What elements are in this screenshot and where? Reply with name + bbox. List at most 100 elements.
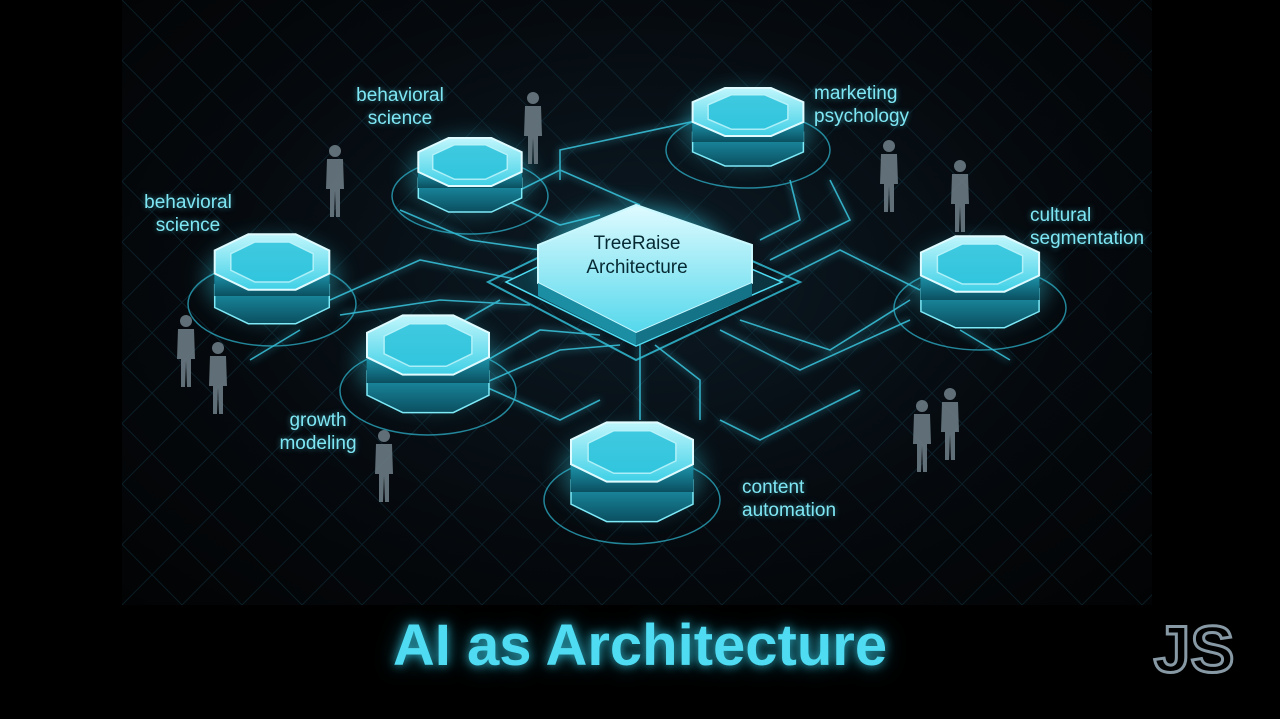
node-label-lower-left: growth modeling — [263, 409, 373, 455]
person-body — [375, 444, 393, 502]
pod-top-inset — [383, 322, 473, 368]
node-label-line: psychology — [814, 106, 910, 127]
grid-line — [0, 0, 2, 605]
person-body — [941, 402, 959, 460]
grid-line — [0, 0, 2, 605]
person-head — [883, 140, 895, 152]
person-silhouette — [177, 315, 195, 387]
center-label-line2: Architecture — [586, 257, 688, 278]
node-label-line: science — [367, 108, 433, 129]
person-silhouette — [913, 400, 931, 472]
node-label-line: automation — [742, 500, 837, 521]
grid-line — [122, 0, 123, 1]
grid-line — [0, 0, 62, 605]
grid-line — [1262, 0, 1280, 605]
person-silhouette — [326, 145, 344, 217]
person-head — [212, 342, 224, 354]
grid-line — [122, 0, 303, 183]
grid-line — [122, 0, 243, 122]
node-label-top-left: behavioral science — [340, 84, 460, 130]
center-label-line1: TreeRaise — [593, 233, 681, 254]
grid-line — [961, 0, 1152, 193]
circuit-trace — [559, 119, 701, 180]
grid-line — [1021, 473, 1152, 605]
person-body — [951, 174, 969, 232]
grid-line — [122, 483, 243, 605]
grid-line — [122, 422, 303, 605]
grid-line — [122, 604, 123, 605]
circuit-trace — [959, 329, 1011, 361]
grid-line — [0, 0, 62, 605]
node-label-top-right: marketing psychology — [814, 82, 944, 128]
circuit-trace — [654, 344, 701, 420]
grid-line — [1141, 594, 1152, 605]
person-body — [209, 356, 227, 414]
grid-line — [122, 301, 423, 605]
circuit-trace — [249, 329, 301, 361]
grid-line — [241, 0, 843, 605]
grid-line — [1202, 0, 1280, 605]
node-label-line: behavioral — [356, 85, 444, 106]
circuit-trace — [769, 179, 852, 261]
node-label-bottom: content automation — [742, 476, 872, 522]
circuit-trace — [759, 179, 801, 241]
circuit-trace — [719, 319, 911, 371]
person-silhouette — [880, 140, 898, 212]
pod-top-inset — [431, 143, 509, 181]
person-silhouette — [209, 342, 227, 414]
page-title: AI as Architecture — [392, 613, 888, 678]
center-label: TreeRaise Architecture — [560, 232, 714, 280]
grid-line — [961, 412, 1152, 605]
person-head — [378, 430, 390, 442]
grid-line — [122, 543, 183, 605]
people-silhouettes — [177, 92, 969, 502]
person-body — [326, 159, 344, 217]
node-label-line: content — [742, 477, 805, 498]
grid-line — [1262, 0, 1280, 605]
node-label-line: modeling — [279, 433, 357, 454]
module-pod — [543, 421, 721, 545]
module-pod — [893, 235, 1067, 351]
grid-line — [1021, 0, 1152, 132]
module-pod — [391, 137, 549, 235]
node-label-line: segmentation — [1030, 228, 1145, 249]
module-pod — [665, 87, 831, 189]
person-body — [880, 154, 898, 212]
node-label-line: behavioral — [144, 192, 232, 213]
person-head — [944, 388, 956, 400]
circuit-trace — [399, 209, 541, 251]
node-label-left: behavioral science — [128, 191, 248, 237]
circuit-trace — [719, 389, 861, 441]
person-head — [180, 315, 192, 327]
person-head — [916, 400, 928, 412]
module-pod — [339, 314, 517, 436]
person-head — [527, 92, 539, 104]
module-pods — [187, 87, 1067, 545]
person-body — [913, 414, 931, 472]
grid-line — [841, 0, 1152, 314]
pod-top-inset — [707, 93, 789, 131]
circuit-trace — [329, 259, 521, 301]
js-logo: JS — [1152, 611, 1236, 688]
person-body — [177, 329, 195, 387]
central-chip — [485, 203, 803, 362]
grid-line — [1141, 0, 1152, 11]
node-label-line: cultural — [1030, 205, 1092, 226]
circuit-trace — [479, 344, 621, 386]
grid-line — [122, 0, 423, 304]
svg-text:JS: JS — [1154, 612, 1235, 686]
grid-line — [122, 59, 663, 605]
person-silhouette — [524, 92, 542, 164]
node-label-line: growth — [289, 410, 347, 431]
grid-line — [901, 0, 1152, 253]
pod-top-inset — [587, 429, 677, 475]
circuit-trace — [759, 249, 921, 291]
circuit-trace — [519, 169, 641, 206]
grid-line — [122, 362, 363, 605]
person-silhouette — [951, 160, 969, 232]
grid-line — [122, 0, 183, 62]
grid-line — [122, 0, 363, 243]
person-silhouette — [375, 430, 393, 502]
